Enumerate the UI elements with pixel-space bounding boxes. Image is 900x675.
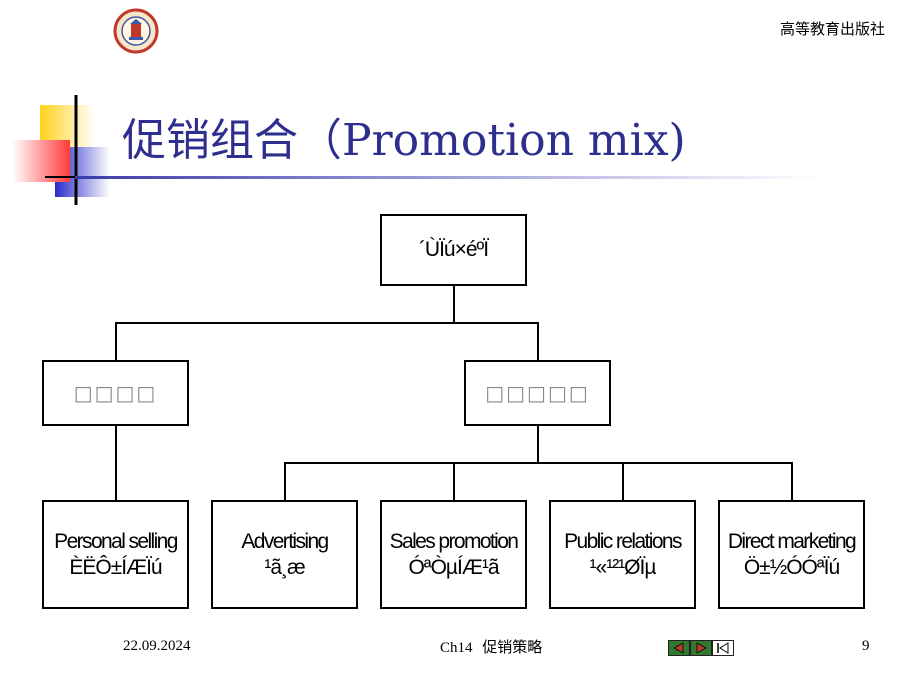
node-promotion-mix: ´ÙÏú×éºÏ [380, 214, 527, 286]
node-sales-promotion-cn: ÓªÒµÍÆ¹ã [408, 555, 499, 579]
footer-chapter-number: Ch14 [440, 640, 473, 656]
node-advertising-en: Advertising [241, 529, 329, 553]
title-decoration [12, 95, 130, 205]
node-advertising: Advertising ¹ã¸æ [211, 500, 358, 609]
node-left-group: □□□□ [42, 360, 189, 426]
next-slide-icon[interactable] [690, 640, 712, 656]
connector-to-sales-promotion [453, 462, 455, 502]
connector-to-right-group [537, 322, 539, 362]
node-direct-marketing-cn: Ö±½ÓÓªÏú [743, 555, 840, 579]
node-left-group-label: □□□□ [73, 381, 158, 405]
node-public-relations-cn: ¹«¹²¹ØÏµ [589, 555, 657, 579]
node-sales-promotion: Sales promotion ÓªÒµÍÆ¹ã [380, 500, 527, 609]
node-sales-promotion-en: Sales promotion [389, 529, 519, 553]
connector-right-group-down [537, 424, 539, 463]
title-underline [75, 176, 820, 179]
connector-to-public-relations [622, 462, 624, 502]
node-direct-marketing-en: Direct marketing [727, 529, 857, 553]
connector-level2-bar [284, 462, 792, 464]
connector-to-left-group [115, 322, 117, 362]
university-seal-logo [113, 8, 159, 54]
node-public-relations-en: Public relations [564, 529, 682, 553]
node-right-group-label: □□□□□ [485, 381, 590, 405]
footer-page-number: 9 [862, 638, 870, 654]
node-advertising-cn: ¹ã¸æ [264, 555, 305, 579]
footer-chapter: Ch14 促销策略 [440, 636, 542, 657]
node-direct-marketing: Direct marketing Ö±½ÓÓªÏú [718, 500, 865, 609]
first-slide-icon[interactable] [712, 640, 734, 656]
connector-left-group-down [115, 424, 117, 502]
slide-navigation [668, 640, 734, 656]
node-right-group: □□□□□ [464, 360, 611, 426]
slide-title: 促销组合（Promotion mix) [122, 115, 686, 166]
footer-chapter-title: 促销策略 [482, 638, 543, 656]
node-promotion-mix-label: ´ÙÏú×éºÏ [418, 238, 489, 261]
node-personal-selling-en: Personal selling [54, 529, 178, 553]
previous-slide-icon[interactable] [668, 640, 690, 656]
node-personal-selling-cn: ÈËÔ±ÍÆÏú [69, 555, 162, 579]
connector-to-advertising [284, 462, 286, 502]
connector-to-direct-marketing [791, 462, 793, 502]
footer-date: 22.09.2024 [123, 638, 191, 654]
publisher-name: 高等教育出版社 [779, 20, 885, 38]
connector-level1-bar [115, 322, 539, 324]
connector-root-down [453, 285, 455, 323]
node-public-relations: Public relations ¹«¹²¹ØÏµ [549, 500, 696, 609]
node-personal-selling: Personal selling ÈËÔ±ÍÆÏú [42, 500, 189, 609]
